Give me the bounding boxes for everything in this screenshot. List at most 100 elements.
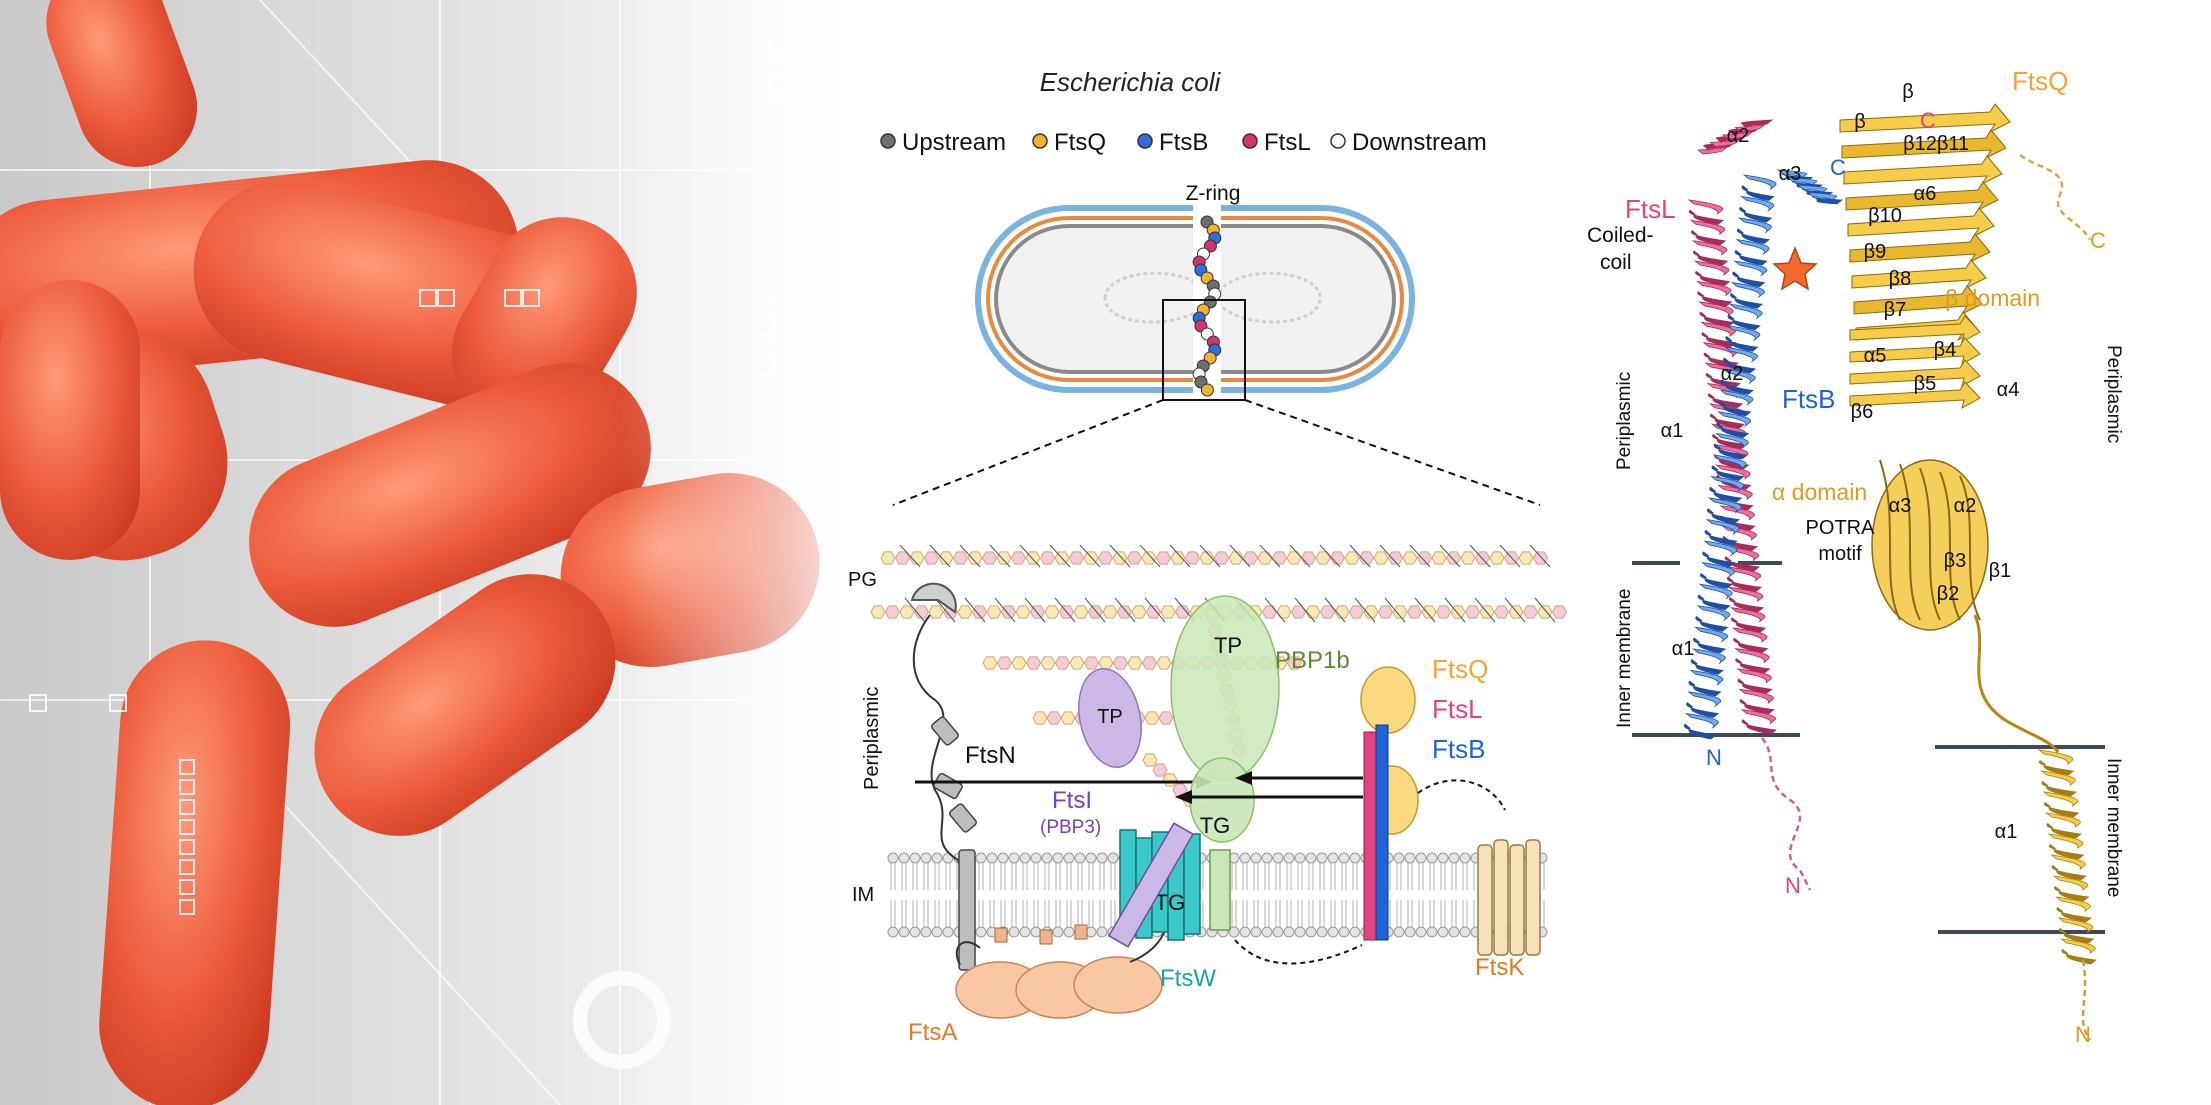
helix-turn [1695,270,1731,286]
tp-large-label: TP [1214,633,1242,658]
potra-strand [1959,475,1981,621]
pg-sugar [1155,551,1172,565]
pg-sugar [1141,551,1157,565]
helix-turn [1729,607,1766,623]
helix-turn [2052,875,2089,891]
secondary-structure-label: α3 [1889,495,1912,517]
pg-crosslink [1054,597,1076,623]
pg-sugar [1032,711,1048,725]
secondary-structure-label: β1 [1989,560,2012,582]
helix-turn [1739,206,1773,223]
membrane-model: PG Periplasmic IM FtsN FtsA [848,544,1568,1046]
helix-turn [1702,342,1738,358]
beta-strand [1843,155,2003,186]
lipid-head [1415,852,1427,864]
secondary-structure-label: β9 [1864,241,1887,263]
beta-strand [1841,129,2007,160]
helix-turn [1711,465,1745,481]
helix-turn [1732,627,1768,643]
helix-turn [2041,780,2077,797]
secondary-structure-label: α2 [1727,125,1750,147]
helix-turn [1707,497,1742,514]
lipid-head [1107,852,1119,864]
helix-turn [1700,321,1736,337]
pbp1b: TP TG PBP1b [1170,595,1350,931]
ftsi: TP FtsI (PBP3) [1040,667,1195,948]
helix-turn [1726,576,1763,592]
helix-turn [2051,864,2087,881]
pg-sugar [986,605,1002,619]
tp-small-label: TP [1097,706,1123,728]
helix-turn [1713,444,1749,460]
cell-diagram: Z-ring [892,182,1541,506]
pg-sugar [870,605,886,619]
lipid-head [1415,926,1427,938]
secondary-structure-label: β [1854,111,1866,133]
helix-turn [1688,209,1725,225]
pg-crosslink [1409,544,1431,568]
secondary-structure-label: α1 [1672,638,1695,660]
pg-sugar [1300,551,1317,565]
lipid-head [1008,926,1020,938]
secondary-structure-label: α5 [1864,345,1887,367]
beta-strand [1849,233,1991,264]
lipid-head [1239,926,1251,938]
ftsn-label: FtsN [965,742,1016,769]
lipid-head [1305,926,1317,938]
pbp1b-label: PBP1b [1275,647,1350,674]
legend-item: FtsB [1137,129,1208,156]
helix-turn [1734,123,1767,132]
pg-sugar [1392,605,1408,619]
legend-item: Downstream [1330,129,1487,156]
beta-strand [1849,381,1981,409]
lipid-head [975,926,987,938]
secondary-structure-label: α4 [1997,379,2020,401]
helix-turn [1741,185,1775,201]
pg-sugar [909,551,925,565]
pg-sugar [1435,605,1452,619]
legend-item: FtsQ [1032,129,1106,156]
legend-label: FtsQ [1054,129,1106,156]
pbp3-label: (PBP3) [1040,817,1101,838]
lipid-head [1052,926,1064,938]
pg-crosslink [1019,544,1041,568]
helix-turn [2056,906,2092,923]
helix-turn [1709,413,1746,429]
helix-turn [1731,282,1765,298]
secondary-structure-label: α6 [1914,183,1937,205]
pg-sugar [1261,605,1278,619]
pg-sugar [1040,656,1056,670]
helix-turn [2046,822,2082,839]
helix-turn [1720,379,1754,395]
helix-turn [1721,368,1756,384]
pg-sugar [1334,605,1350,619]
legend-swatch [1330,133,1346,149]
helix-turn [1701,562,1735,578]
ftsq-label-structure: FtsQ [2012,66,2068,96]
lipid-head [887,852,899,864]
helix-turn [1698,583,1733,600]
lipid-head [1448,926,1460,938]
lipid-head [1096,852,1108,864]
helix-turn [1707,393,1744,409]
pg-crosslink [964,597,986,623]
pg-crosslink [1534,597,1556,623]
lipid-head [1437,926,1449,938]
legend-label: Upstream [902,129,1006,156]
pg-crosslink [1114,597,1136,623]
lipid-head [909,852,921,864]
inner-membrane-label-left: Inner membrane [1614,589,1635,728]
helix-turn [1737,678,1773,694]
pg-sugar [1228,551,1244,565]
secondary-structure-label: β6 [1851,401,1874,423]
c-terminus-ftsl: C [1920,108,1936,133]
beta-strand [1849,315,1981,343]
lipid-head [1074,852,1086,864]
periplasmic-label-center: Periplasmic [861,687,883,790]
pg-crosslink [1469,544,1491,568]
helix-turn [1683,723,1717,740]
pg-label: PG [848,569,877,591]
lipid-head [920,926,932,938]
helix-turn [1738,688,1774,704]
